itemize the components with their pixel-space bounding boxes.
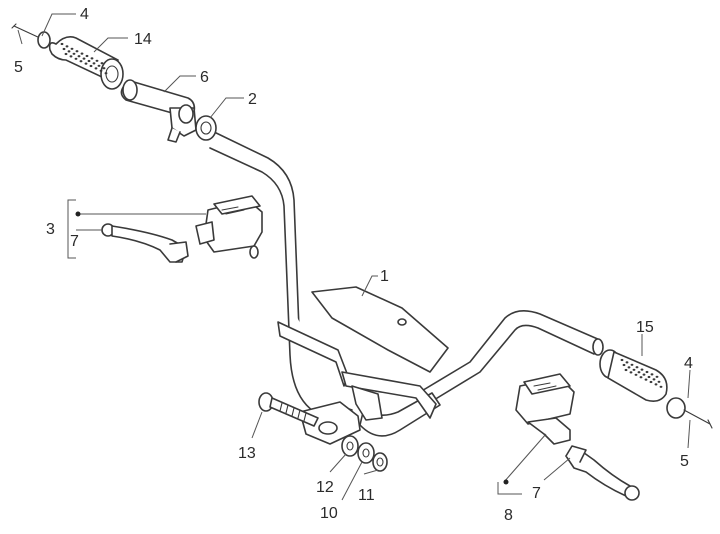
grip-texture-left: [60, 42, 108, 75]
grip-dot: [639, 376, 643, 379]
label-4-right: 4: [684, 355, 693, 372]
grip-dot: [60, 42, 64, 46]
grip-dot: [89, 64, 93, 68]
grip-dot: [625, 361, 629, 364]
grip-dot: [80, 52, 84, 55]
grip-dot: [659, 385, 663, 388]
grip-dot: [104, 72, 108, 75]
label-3: 3: [46, 221, 55, 238]
label-6: 6: [200, 69, 209, 86]
grip-dot: [97, 64, 101, 67]
left-master-cylinder: [195, 195, 263, 259]
marker-dot-right: [503, 479, 509, 485]
grip-dot: [85, 54, 89, 58]
grip-dot: [100, 62, 104, 65]
grip-dot: [65, 45, 69, 48]
right-lever: [565, 445, 640, 501]
grip-dot: [69, 55, 73, 58]
grip-dot: [99, 69, 103, 72]
grip-dot: [650, 373, 654, 376]
left-lever: [101, 223, 189, 263]
label-7-left: 7: [70, 233, 79, 250]
grip-dot: [94, 67, 98, 70]
callout-labels: 4 5 14 6 2 3 7 1 15 4 5 13 12 10 11 7 8: [14, 6, 693, 524]
grip-dot: [635, 366, 639, 369]
label-5-right: 5: [680, 453, 689, 470]
label-15: 15: [636, 319, 654, 336]
washers-nut: [341, 435, 388, 472]
left-bar-end: [11, 23, 51, 49]
grip-dot: [627, 366, 631, 369]
grip-dot: [655, 375, 659, 378]
grip-texture-right: [620, 358, 663, 388]
label-1: 1: [380, 268, 389, 285]
grip-dot: [642, 373, 646, 376]
grip-dot: [622, 363, 626, 367]
grip-dot: [62, 47, 66, 51]
grip-dot: [87, 59, 91, 63]
grip-dot: [82, 57, 86, 60]
grip-dot: [644, 378, 648, 381]
grip-dot: [624, 368, 628, 372]
label-11: 11: [358, 487, 375, 504]
label-14: 14: [134, 31, 152, 48]
label-10: 10: [320, 505, 338, 522]
throttle-tube-6: [120, 79, 197, 143]
grip-dot: [102, 67, 106, 70]
grip-dot: [84, 62, 88, 65]
grip-dot: [640, 368, 644, 371]
grip-dot: [647, 375, 651, 379]
grip-dot: [70, 47, 74, 50]
grip-dot: [652, 378, 656, 381]
bolt-13: [258, 392, 319, 427]
label-8: 8: [504, 507, 513, 524]
grip-dot: [79, 60, 83, 63]
grip-dot: [630, 363, 634, 366]
grip-dot: [634, 373, 638, 376]
right-grip-15: [599, 349, 668, 402]
handlebar-bracket: [277, 286, 449, 445]
grip-dot: [620, 358, 624, 362]
grip-dot: [92, 62, 96, 65]
label-5-left: 5: [14, 59, 23, 76]
grip-dot: [77, 55, 81, 58]
label-7-right: 7: [532, 485, 541, 502]
right-bar-end: [666, 397, 713, 429]
right-master-cylinder: [515, 373, 575, 445]
leader-lines: [17, 13, 691, 501]
label-13: 13: [238, 445, 256, 462]
grip-dot: [90, 57, 94, 60]
grip-dot: [67, 50, 71, 53]
grip-dot: [95, 59, 99, 62]
grip-dot: [629, 371, 633, 374]
grip-dot: [75, 50, 79, 53]
label-12: 12: [316, 479, 334, 496]
marker-dot-left: [75, 211, 81, 217]
label-4-left: 4: [80, 6, 89, 23]
grip-dot: [637, 371, 641, 374]
grip-dot: [657, 380, 661, 383]
grip-dot: [64, 52, 68, 56]
grip-dot: [645, 370, 649, 374]
washer-2: [195, 115, 217, 141]
grip-dot: [72, 52, 76, 55]
left-grip-14: [48, 36, 124, 90]
grip-dot: [632, 368, 636, 371]
label-2: 2: [248, 91, 257, 108]
grip-dot: [74, 57, 78, 60]
grip-dot: [649, 380, 653, 384]
grip-dot: [654, 383, 658, 386]
